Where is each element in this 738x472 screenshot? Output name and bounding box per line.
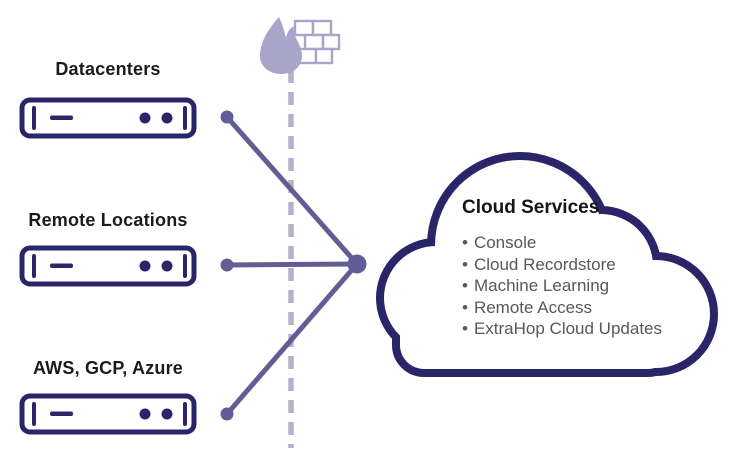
cloud-service-item: ExtraHop Cloud Updates (462, 318, 712, 340)
firewall-icon (260, 17, 341, 74)
connector-line-aws-gcp-azure (225, 262, 359, 416)
panel-led (139, 408, 151, 420)
connector-dots (220, 110, 367, 421)
brick-wall-icon (293, 19, 341, 65)
cloud-service-item: Cloud Recordstore (462, 254, 712, 276)
cloud-services-panel: Cloud Services Console Cloud Recordstore… (462, 197, 712, 340)
label-aws-gcp-azure: AWS, GCP, Azure (32, 358, 184, 378)
flame-icon (260, 17, 302, 74)
panel-led (139, 112, 151, 124)
cloud-service-item: Remote Access (462, 297, 712, 319)
connector-line-remote-locations (226, 261, 358, 268)
panel-led (161, 112, 173, 124)
connector-line-datacenters (225, 115, 359, 266)
label-remote-locations: Remote Locations (28, 210, 188, 230)
server-icon-remote-locations (19, 245, 197, 287)
server-icon-aws-gcp-azure (19, 393, 197, 435)
convergence-dot (347, 254, 367, 274)
cloud-service-item: Console (462, 232, 712, 254)
panel-led (161, 408, 173, 420)
server-icon (19, 97, 197, 139)
endpoint-dot (220, 258, 234, 272)
server-icon (19, 245, 197, 287)
endpoint-dot (220, 407, 234, 421)
cloud-services-title: Cloud Services (462, 197, 600, 218)
panel-dash (50, 411, 73, 416)
endpoint-dot (220, 110, 234, 124)
cloud-service-item: Machine Learning (462, 275, 712, 297)
panel-led (161, 260, 173, 272)
server-icon (19, 393, 197, 435)
panel-dash (50, 115, 73, 120)
label-datacenters: Datacenters (55, 59, 161, 79)
panel-led (139, 260, 151, 272)
connector-lines (225, 115, 359, 416)
server-icon-datacenters (19, 97, 197, 139)
cloud-services-list: Console Cloud Recordstore Machine Learni… (462, 232, 712, 340)
panel-dash (50, 263, 73, 268)
